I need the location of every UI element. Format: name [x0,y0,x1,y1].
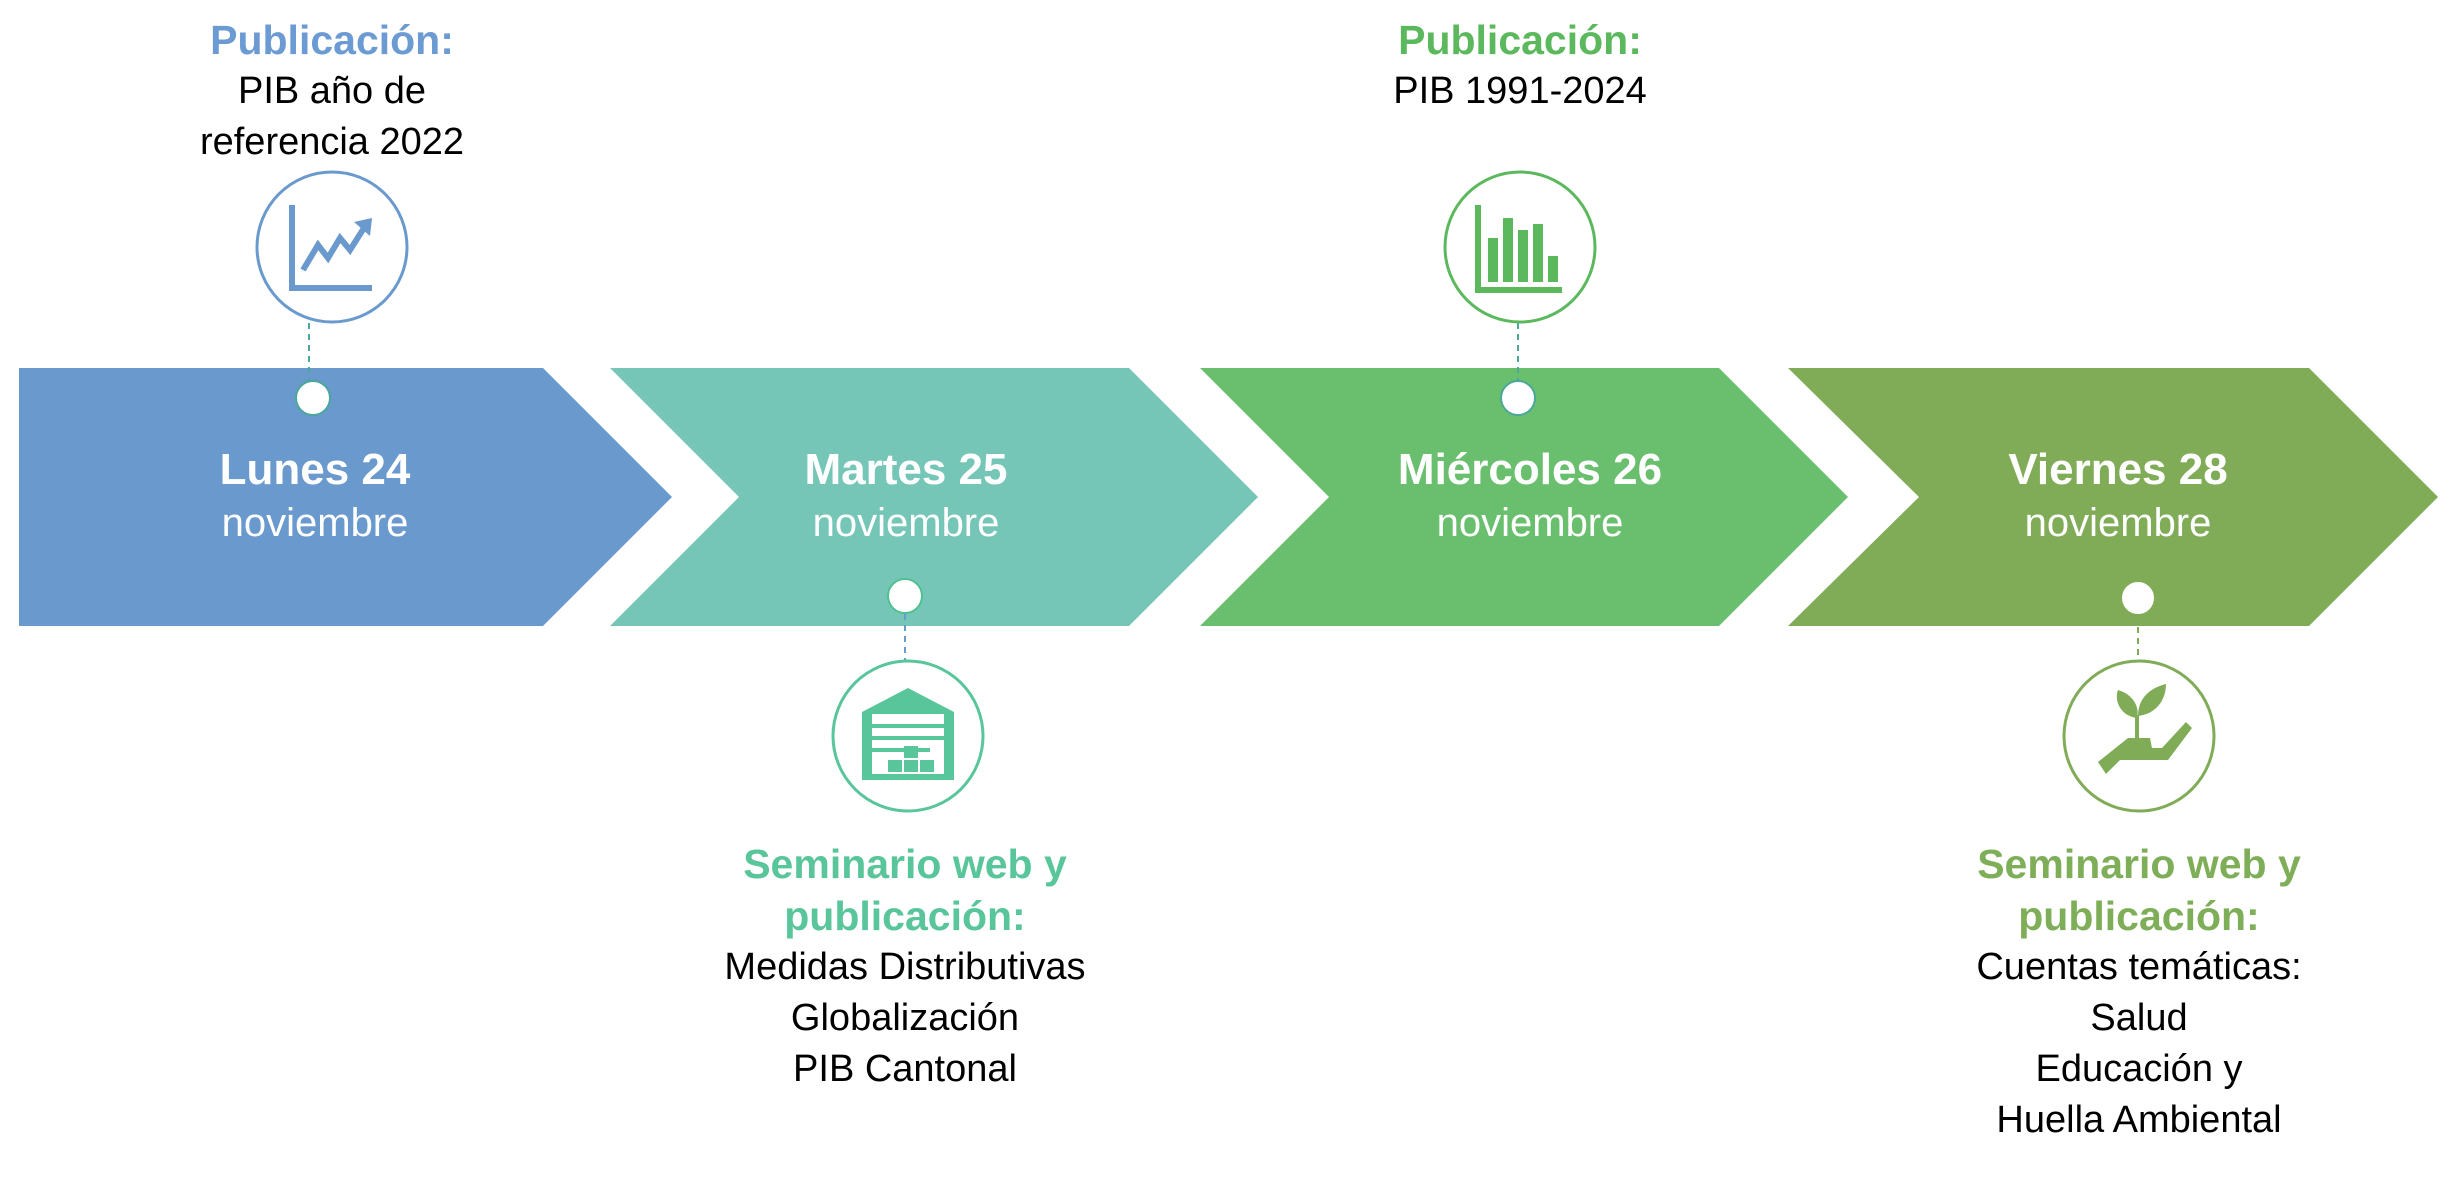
bar-chart-icon [1443,170,1597,324]
event-heading: Publicación: [1398,17,1642,63]
event-line: Educación y [2035,1048,2243,1090]
month-label: noviembre [812,501,1000,545]
day-label: Martes 25 [804,445,1008,494]
event-line: Medidas Distributivas [724,946,1086,988]
event-line: Cuentas temáticas: [1976,946,2302,988]
line-chart-icon [255,170,409,324]
month-label: noviembre [1436,501,1624,545]
chevron-martes [610,368,1258,626]
day-label: Viernes 28 [2008,445,2228,494]
event-martes: Seminario web y publicación: Medidas Dis… [724,838,1085,1095]
event-line: Salud [2090,997,2188,1039]
event-miercoles: Publicación: PIB 1991-2024 [1393,14,1647,117]
chevron-viernes [1788,368,2438,626]
chevron-lunes [19,368,672,626]
month-label: noviembre [221,501,409,545]
event-heading: Publicación: [210,17,454,63]
event-heading-2: publicación: [2018,893,2260,939]
chevron-miercoles [1200,368,1848,626]
event-lunes: Publicación: PIB año de referencia 2022 [200,14,464,168]
event-line: PIB año de [237,70,427,112]
event-heading-2: publicación: [784,893,1026,939]
day-label: Miércoles 26 [1397,445,1663,494]
event-line: Huella Ambiental [1996,1099,2282,1141]
event-line: referencia 2022 [199,121,465,163]
event-heading: Seminario web y [1977,841,2301,887]
event-line: PIB Cantonal [793,1048,1017,1090]
timeline-dot [1500,380,1536,416]
timeline-dot [2120,580,2156,616]
event-heading: Seminario web y [743,841,1067,887]
plant-in-hand-icon [2062,659,2216,813]
timeline-dot [295,380,331,416]
event-line: PIB 1991-2024 [1393,70,1647,112]
event-viernes: Seminario web y publicación: Cuentas tem… [1976,838,2301,1146]
warehouse-icon [831,659,985,813]
event-line: Globalización [790,997,1020,1039]
day-label: Lunes 24 [219,445,411,494]
month-label: noviembre [2024,501,2212,545]
timeline-dot [887,578,923,614]
